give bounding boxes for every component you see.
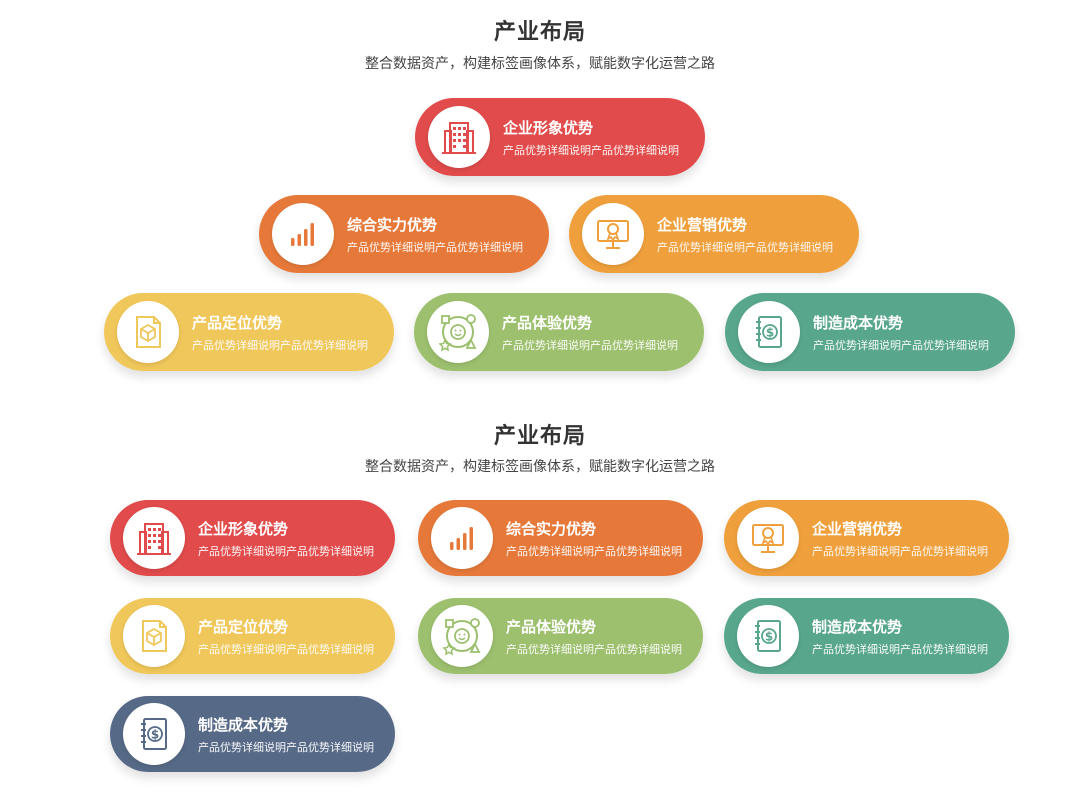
card-title: 企业形象优势 xyxy=(503,119,594,137)
card-title: 企业形象优势 xyxy=(198,520,289,538)
icon-circle xyxy=(117,301,179,363)
building-icon xyxy=(439,117,479,157)
card-title: 产品定位优势 xyxy=(192,314,283,332)
card-description: 产品优势详细说明产品优势详细说明 xyxy=(657,241,833,254)
bar-chart-icon xyxy=(283,214,323,254)
icon-circle xyxy=(737,507,799,569)
advantage-card[interactable]: 制造成本优势产品优势详细说明产品优势详细说明 xyxy=(724,598,1009,674)
card-title: 产品体验优势 xyxy=(502,314,593,332)
card-description: 产品优势详细说明产品优势详细说明 xyxy=(506,545,682,558)
building-icon xyxy=(134,518,174,558)
advantage-card[interactable]: 综合实力优势产品优势详细说明产品优势详细说明 xyxy=(418,500,703,576)
advantage-card[interactable]: 制造成本优势产品优势详细说明产品优势详细说明 xyxy=(725,293,1015,371)
card-title: 制造成本优势 xyxy=(812,618,903,636)
advantage-card[interactable]: 制造成本优势产品优势详细说明产品优势详细说明 xyxy=(110,696,395,772)
card-title: 综合实力优势 xyxy=(347,216,438,234)
advantage-card[interactable]: 企业形象优势产品优势详细说明产品优势详细说明 xyxy=(110,500,395,576)
card-description: 产品优势详细说明产品优势详细说明 xyxy=(502,339,678,352)
page-subtitle: 整合数据资产，构建标签画像体系，赋能数字化运营之路 xyxy=(365,56,715,72)
dollar-notebook-icon xyxy=(748,616,788,656)
card-description: 产品优势详细说明产品优势详细说明 xyxy=(198,741,374,754)
card-title: 产品定位优势 xyxy=(198,618,289,636)
card-title: 产品体验优势 xyxy=(506,618,597,636)
icon-circle xyxy=(123,507,185,569)
card-description: 产品优势详细说明产品优势详细说明 xyxy=(192,339,368,352)
icon-circle xyxy=(123,605,185,667)
card-title: 企业营销优势 xyxy=(812,520,903,538)
card-title: 综合实力优势 xyxy=(506,520,597,538)
cube-document-icon xyxy=(134,616,174,656)
card-title: 制造成本优势 xyxy=(198,716,289,734)
advantage-card[interactable]: 产品定位优势产品优势详细说明产品优势详细说明 xyxy=(110,598,395,674)
bar-chart-icon xyxy=(442,518,482,558)
card-description: 产品优势详细说明产品优势详细说明 xyxy=(812,545,988,558)
advantage-card[interactable]: 产品体验优势产品优势详细说明产品优势详细说明 xyxy=(414,293,704,371)
cube-document-icon xyxy=(128,312,168,352)
card-description: 产品优势详细说明产品优势详细说明 xyxy=(812,643,988,656)
advantage-card[interactable]: 产品定位优势产品优势详细说明产品优势详细说明 xyxy=(104,293,394,371)
advantage-card[interactable]: 企业形象优势产品优势详细说明产品优势详细说明 xyxy=(415,98,705,176)
section-subtitle: 整合数据资产，构建标签画像体系，赋能数字化运营之路 xyxy=(365,459,715,475)
icon-circle xyxy=(737,605,799,667)
card-description: 产品优势详细说明产品优势详细说明 xyxy=(198,545,374,558)
card-description: 产品优势详细说明产品优势详细说明 xyxy=(506,643,682,656)
page-title: 产业布局 xyxy=(493,20,586,45)
icon-circle xyxy=(123,703,185,765)
card-description: 产品优势详细说明产品优势详细说明 xyxy=(347,241,523,254)
icon-circle xyxy=(272,203,334,265)
section-title: 产业布局 xyxy=(493,424,586,449)
card-title: 制造成本优势 xyxy=(813,314,904,332)
advantage-card[interactable]: 企业营销优势产品优势详细说明产品优势详细说明 xyxy=(724,500,1009,576)
smiley-shapes-icon xyxy=(442,616,482,656)
certificate-monitor-icon xyxy=(748,518,788,558)
smiley-shapes-icon xyxy=(438,312,478,352)
icon-circle xyxy=(738,301,800,363)
advantage-card[interactable]: 综合实力优势产品优势详细说明产品优势详细说明 xyxy=(259,195,549,273)
advantage-card[interactable]: 企业营销优势产品优势详细说明产品优势详细说明 xyxy=(569,195,859,273)
card-description: 产品优势详细说明产品优势详细说明 xyxy=(503,144,679,157)
icon-circle xyxy=(431,507,493,569)
certificate-monitor-icon xyxy=(593,214,633,254)
icon-circle xyxy=(428,106,490,168)
advantage-card[interactable]: 产品体验优势产品优势详细说明产品优势详细说明 xyxy=(418,598,703,674)
dollar-notebook-icon xyxy=(134,714,174,754)
dollar-notebook-icon xyxy=(749,312,789,352)
card-description: 产品优势详细说明产品优势详细说明 xyxy=(813,339,989,352)
icon-circle xyxy=(582,203,644,265)
card-description: 产品优势详细说明产品优势详细说明 xyxy=(198,643,374,656)
card-title: 企业营销优势 xyxy=(657,216,748,234)
icon-circle xyxy=(431,605,493,667)
icon-circle xyxy=(427,301,489,363)
